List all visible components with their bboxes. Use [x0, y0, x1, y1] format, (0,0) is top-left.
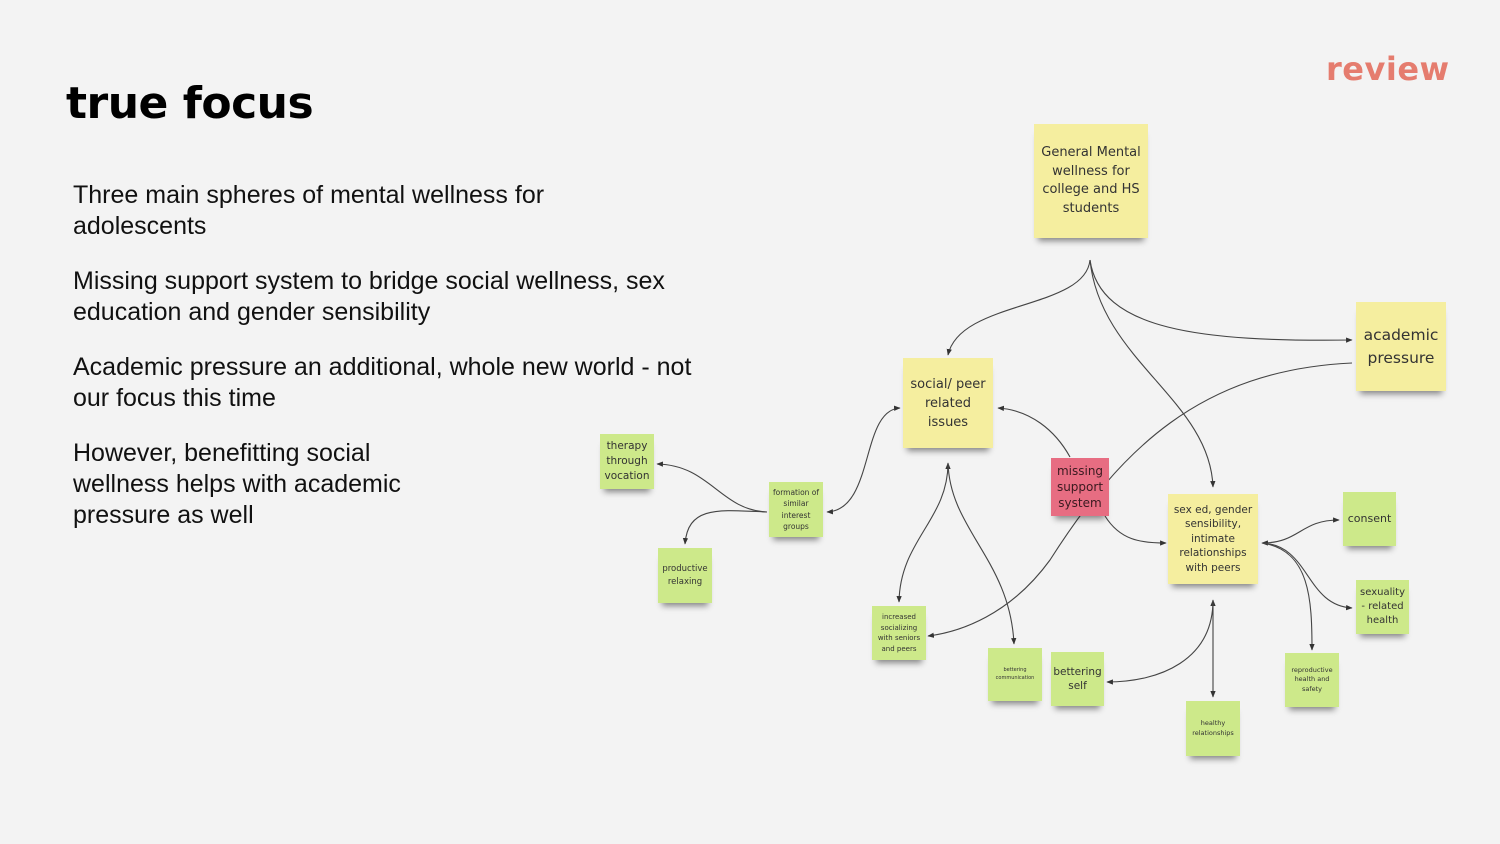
- edge-formation-therapy: [656, 461, 768, 513]
- edge-sexed-consent: [1261, 517, 1340, 546]
- note-sexuality-related-health[interactable]: sexuality - related health: [1356, 580, 1409, 634]
- note-social-peer-issues[interactable]: social/ peer related issues: [903, 358, 993, 448]
- edge-sexed-self: [1106, 599, 1214, 685]
- note-productive-relaxing[interactable]: productive relaxing: [658, 548, 712, 603]
- edge-social-increased: [896, 462, 951, 603]
- note-bettering-communication[interactable]: bettering communication: [988, 648, 1042, 701]
- edge-social-communication: [947, 462, 1017, 645]
- edge-formation-productive: [682, 510, 768, 545]
- key-point: Three main spheres of mental wellness fo…: [73, 181, 545, 240]
- key-points: Three main spheres of mental wellness fo…: [73, 180, 733, 555]
- note-consent[interactable]: consent: [1343, 492, 1396, 546]
- note-bettering-self[interactable]: bettering self: [1051, 652, 1104, 706]
- edge-root-sexed: [1089, 259, 1216, 488]
- review-tag: review: [1326, 50, 1450, 88]
- edge-sexed-sexuality: [1261, 542, 1353, 611]
- note-therapy-through-vocation[interactable]: therapy through vocation: [600, 434, 654, 489]
- key-point: Academic pressure an additional, whole n…: [73, 353, 692, 412]
- edge-root-academic: [1089, 259, 1353, 343]
- note-sex-ed-gender[interactable]: sex ed, gender sensibility, intimate rel…: [1168, 494, 1258, 584]
- edge-social-formation: [826, 405, 901, 515]
- edge-academic-increased: [927, 362, 1353, 638]
- note-formation-interest-groups[interactable]: formation of similar interest groups: [769, 482, 823, 537]
- note-increased-socializing[interactable]: increased socializing with seniors and p…: [872, 606, 926, 660]
- edge-root-social: [946, 259, 1091, 356]
- edge-sexed-reproductive: [1261, 542, 1315, 651]
- note-general-mental-wellness[interactable]: General Mental wellness for college and …: [1034, 124, 1148, 238]
- slide-title: true focus: [66, 78, 314, 129]
- note-academic-pressure[interactable]: academic pressure: [1356, 302, 1446, 391]
- note-healthy-relationships[interactable]: healthy relationships: [1186, 701, 1240, 756]
- note-reproductive-health[interactable]: reproductive health and safety: [1285, 653, 1339, 707]
- edge-missing-social: [997, 405, 1071, 458]
- note-missing-support-system[interactable]: missing support system: [1051, 458, 1109, 516]
- edge-missing-sexed: [1104, 515, 1167, 546]
- key-point: Missing support system to bridge social …: [73, 267, 665, 326]
- key-point: However, benefitting social wellness hel…: [73, 439, 401, 529]
